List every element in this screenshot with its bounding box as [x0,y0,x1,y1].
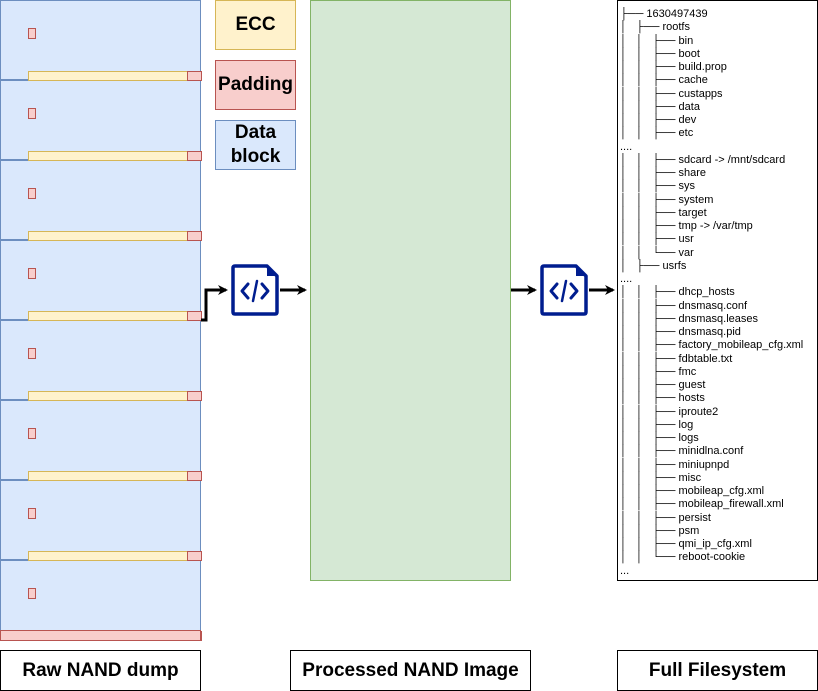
tree-line: │ │ ├── fmc [620,365,697,378]
tree-line: │ │ ├── sys [620,180,696,193]
tree-line: │ │ ├── hosts [620,392,705,405]
tree-line: │ │ ├── psm [620,524,700,537]
bad-block-marker [28,348,36,359]
legend-data-block: Data block [215,120,296,170]
raw-nand-dump [0,0,202,641]
tree-line: │ │ ├── system [620,193,714,206]
tree-line: │ │ ├── miniupnpd [620,458,730,471]
bad-block-marker [28,428,36,439]
processed-nand-image [310,0,511,581]
bad-block-marker [28,188,36,199]
processed-nand-image-label: Processed NAND Image [290,650,531,691]
tree-line: │ │ ├── factory_mobileap_cfg.xml [620,339,804,352]
processed-nand-image-label-text: Processed NAND Image [302,659,519,681]
nand-data-block [0,320,202,401]
tree-line: │ │ └── reboot-cookie [620,551,746,564]
nand-data-block [0,80,202,161]
tree-line: │ ├── rootfs [620,21,690,34]
tree-line: │ │ ├── usr [620,233,694,246]
legend-padding: Padding [215,60,296,110]
tree-line: │ │ ├── cache [620,74,708,87]
bad-block-marker [28,268,36,279]
tree-line: │ │ ├── build.prop [620,61,727,73]
tree-line: │ │ ├── etc [620,127,694,140]
filesystem-tree-box: ├── 1630497439│ ├── rootfs│ │ ├── bin│ │… [617,0,818,581]
tree-line: │ │ ├── share [620,167,707,179]
legend-ecc: ECC [215,0,296,50]
tree-line: .... [620,140,633,153]
padding-area [187,151,202,161]
tree-line: │ │ ├── logs [620,432,699,444]
tree-line: │ │ ├── bin [620,34,694,47]
tree-line: │ │ ├── tmp -> /var/tmp [620,220,753,232]
tree-line: │ │ ├── dev [620,114,697,126]
tree-line: │ │ ├── target [620,206,707,219]
tree-line: │ │ ├── sdcard -> /mnt/sdcard [620,153,786,166]
trailing-padding-block [0,630,201,641]
raw-nand-dump-label: Raw NAND dump [0,650,201,691]
padding-area [187,311,202,321]
bad-block-marker [28,28,36,39]
tree-line: │ │ ├── data [620,100,700,113]
code-file-icon [231,264,279,316]
tree-line: │ │ ├── boot [620,47,700,60]
nand-data-block [0,160,202,241]
tree-line: │ │ ├── log [620,418,694,431]
full-filesystem-label: Full Filesystem [617,650,818,691]
padding-area [187,391,202,401]
bad-block-marker [28,108,36,119]
padding-area [187,71,202,81]
tree-line: │ │ ├── minidlna.conf [620,445,744,458]
raw-nand-dump-label-text: Raw NAND dump [22,659,179,681]
tree-line: ├── 1630497439 [620,8,708,20]
tree-line: │ │ ├── persist [620,511,711,524]
tree-line: │ │ ├── iproute2 [620,405,719,418]
tree-line: │ │ ├── mobileap_cfg.xml [620,485,765,497]
padding-area [187,551,202,561]
tree-line: │ │ ├── mobileap_firewall.xml [620,498,784,511]
padding-area [187,471,202,481]
legend-padding-label: Padding [218,74,293,95]
nand-data-block [0,0,202,81]
full-filesystem-label-text: Full Filesystem [648,659,787,681]
legend-data-block-label: Data block [230,122,281,167]
filesystem-tree: ├── 1630497439│ ├── rootfs│ │ ├── bin│ │… [620,8,803,578]
tree-line: .... [620,273,633,285]
arrow-raw-to-icon [201,285,228,322]
tree-line: │ │ ├── dnsmasq.conf [620,299,748,312]
tree-line: │ │ ├── qmi_ip_cfg.xml [620,538,752,550]
tree-line: │ ├── usrfs [620,259,687,272]
nand-data-block [0,240,202,321]
tree-line: │ │ ├── custapps [620,87,723,100]
tree-line: ... [620,564,630,577]
tree-line: │ │ ├── dhcp_hosts [620,286,735,299]
bad-block-marker [28,508,36,519]
legend-ecc-label: ECC [235,14,276,35]
tree-line: │ │ ├── misc [620,471,702,484]
tree-line: │ │ ├── guest [620,379,706,391]
tree-line: │ │ └── var [620,246,694,259]
padding-area [187,231,202,241]
bad-block-marker [28,588,36,599]
tree-line: │ │ ├── fdbtable.txt [620,352,733,365]
tree-line: │ │ ├── dnsmasq.pid [620,326,741,338]
code-file-icon [540,264,588,316]
tree-line: │ │ ├── dnsmasq.leases [620,312,759,325]
